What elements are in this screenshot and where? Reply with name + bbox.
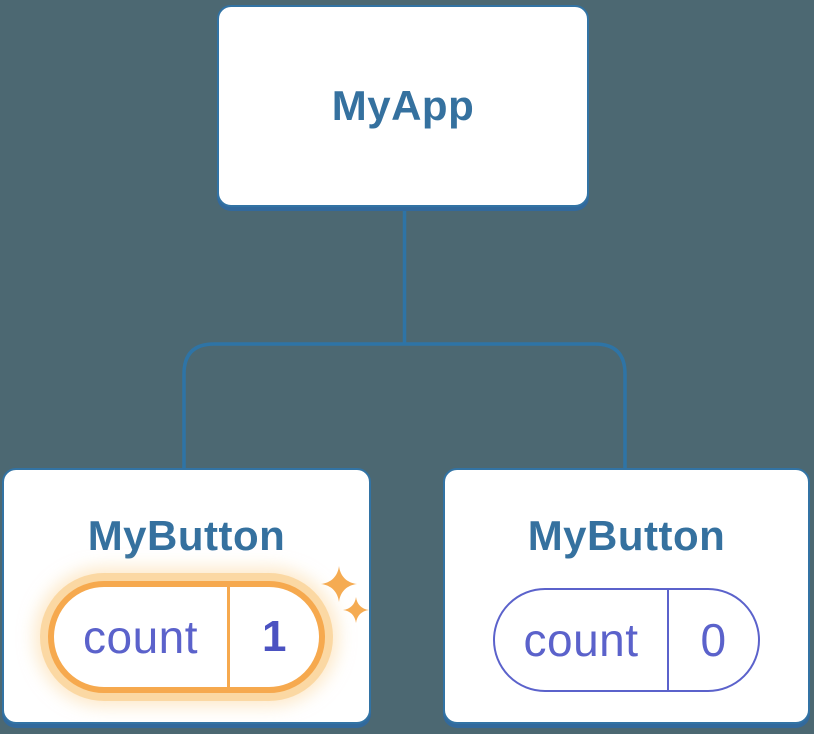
sparkle-icon — [343, 597, 369, 623]
node-myapp: MyApp — [217, 5, 589, 207]
state-pill: count 0 — [493, 588, 760, 692]
node-myapp-label: MyApp — [331, 82, 475, 129]
state-pill-highlighted: count 1 — [48, 581, 325, 693]
node-mybutton-1: MyButton count 1 — [2, 468, 371, 724]
state-pill-zone: count 0 — [445, 588, 808, 692]
state-pill-zone: count 1 — [4, 581, 369, 693]
state-value: 0 — [700, 614, 727, 666]
state-value: 1 — [262, 612, 287, 661]
pill-divider — [227, 587, 230, 687]
node-mybutton-2: MyButton count 0 — [443, 468, 810, 724]
node-mybutton-1-label: MyButton — [87, 512, 286, 559]
state-key-label: count — [523, 614, 639, 666]
sparkle-icon — [321, 566, 357, 602]
pill-divider — [667, 590, 669, 690]
connector-branch — [182, 342, 627, 470]
node-mybutton-2-label: MyButton — [527, 512, 726, 559]
state-key-label: count — [82, 611, 199, 663]
